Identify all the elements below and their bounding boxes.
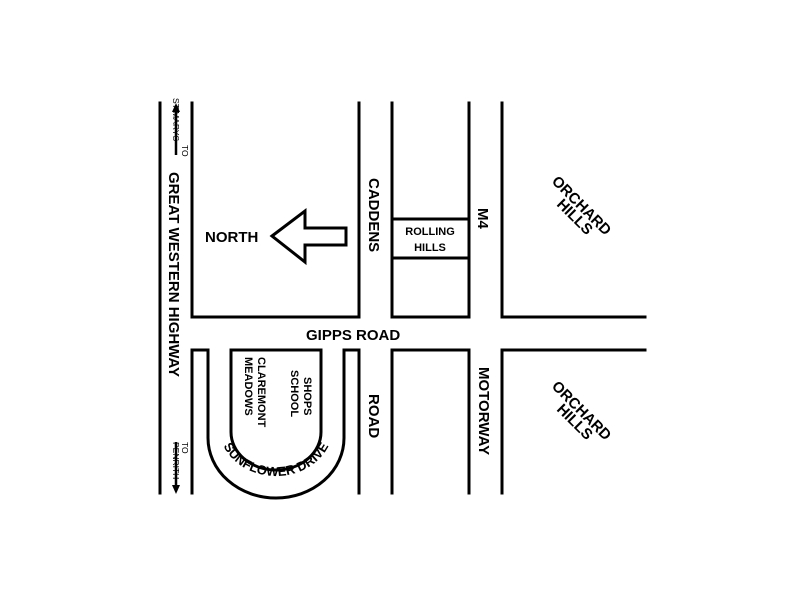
penrith-arrow-head-icon bbox=[172, 485, 180, 494]
to-penrith-place-label: PENRITH bbox=[171, 442, 181, 479]
to-penrith-to-label: TO bbox=[180, 442, 190, 454]
meadows-label: MEADOWS bbox=[242, 357, 254, 416]
sunflower-drive-inner bbox=[229, 348, 323, 472]
st-marys-arrow-head-icon bbox=[172, 103, 180, 112]
road-outlines bbox=[158, 101, 647, 500]
m4-label: M4 bbox=[474, 208, 491, 229]
to-st-marys-place-label: ST MARYS bbox=[171, 98, 181, 141]
great-western-highway-label: GREAT WESTERN HIGHWAY bbox=[165, 172, 182, 377]
school-label: SCHOOL bbox=[288, 370, 300, 417]
caddens-label: CADDENS bbox=[365, 178, 382, 252]
highway-direction-arrows bbox=[172, 103, 180, 494]
gipps-road-label: GIPPS ROAD bbox=[306, 327, 400, 344]
north-arrow-icon bbox=[269, 207, 348, 266]
shops-label: SHOPS bbox=[301, 377, 313, 416]
claremont-label: CLAREMONT bbox=[255, 357, 267, 428]
road-label: ROAD bbox=[365, 394, 382, 438]
north-label: NORTH bbox=[205, 229, 258, 246]
rolling-hills-label-line2: HILLS bbox=[414, 242, 446, 254]
to-st-marys-to-label: TO bbox=[180, 145, 190, 157]
sunflower-drive-outer bbox=[206, 348, 361, 500]
rolling-hills-label-line1: ROLLING bbox=[405, 226, 455, 238]
motorway-label: MOTORWAY bbox=[475, 367, 492, 455]
sunflower-drive-label: SUNFLOWER DRIVE bbox=[221, 440, 332, 480]
